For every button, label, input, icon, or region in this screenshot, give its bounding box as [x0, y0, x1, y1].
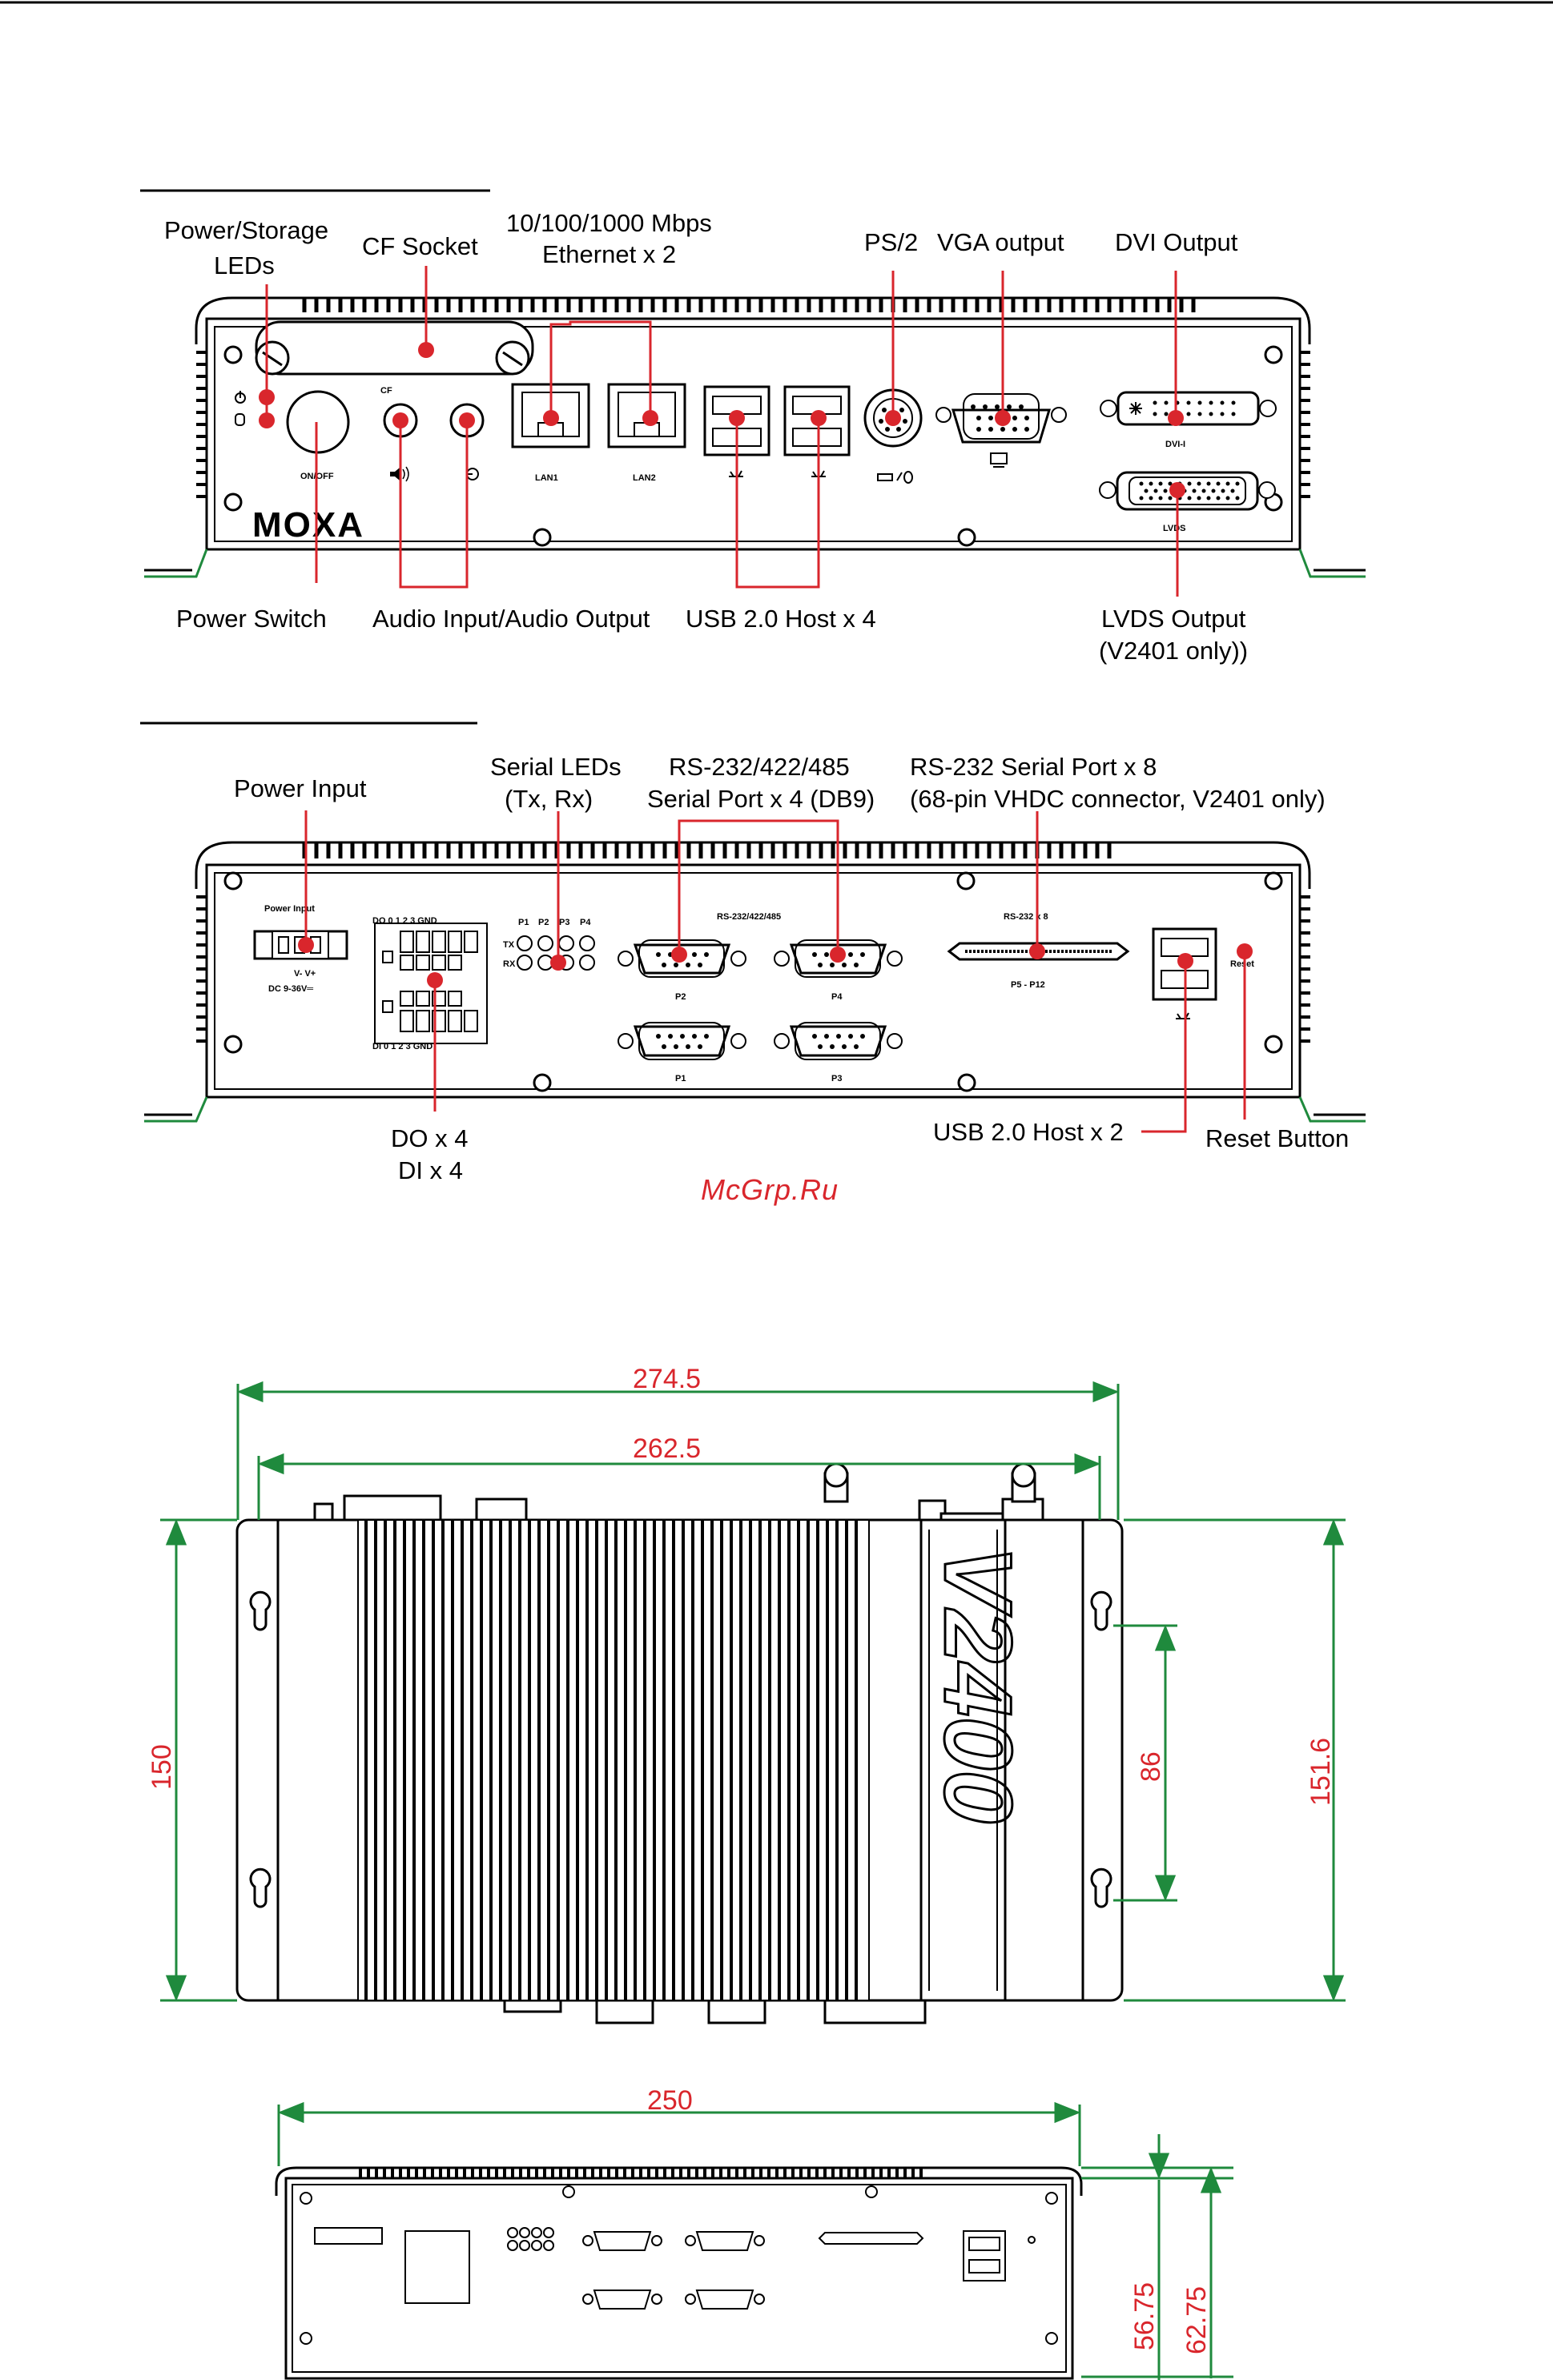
lan1-label: LAN1 [535, 473, 558, 483]
callout-power-storage-leds-1: Power/Storage [164, 216, 328, 244]
serial-leds [517, 935, 595, 971]
callout-audio: Audio Input/Audio Output [372, 605, 650, 633]
led-port-p3: P3 [559, 918, 569, 927]
callout-di: DI x 4 [398, 1156, 463, 1184]
callout-serial-leds-2: (Tx, Rx) [505, 785, 593, 813]
callout-usb: USB 2.0 Host x 4 [686, 605, 876, 633]
callout-serial-leds-1: Serial LEDs [490, 753, 622, 781]
top-view-dimensions: V2400 274.5 262.5 150 151.6 86 [147, 1364, 1346, 2024]
front-view: CF ON/OFF LAN1 LAN2 [140, 189, 1366, 665]
port-p3-label: P3 [831, 1074, 842, 1083]
lan2-label: LAN2 [633, 473, 656, 483]
watermark: McGrp.Ru [701, 1173, 839, 1206]
keyboard-mouse-icon [877, 471, 913, 484]
speaker-icon [390, 466, 409, 482]
dvi-i-label: DVI-I [1165, 440, 1185, 449]
led-port-p4: P4 [580, 918, 591, 927]
dim-height-right: 151.6 [1306, 1738, 1336, 1806]
vhdc-ports-label: P5 - P12 [1011, 980, 1045, 990]
callout-power-input: Power Input [234, 774, 367, 802]
led-port-p2: P2 [538, 918, 549, 927]
power-icon [235, 391, 246, 404]
callout-lvds-1: LVDS Output [1101, 605, 1246, 633]
callout-rs232-x8-2: (68-pin VHDC connector, V2401 only) [910, 785, 1326, 813]
lvds-port[interactable] [1099, 471, 1276, 511]
callout-cf-socket: CF Socket [362, 232, 478, 260]
vhdc-header: RS-232 x 8 [1004, 912, 1048, 922]
storage-icon [235, 413, 245, 426]
cf-label: CF [380, 386, 392, 396]
do-header: DO 0 1 2 3 GND [372, 916, 437, 926]
port-p2-label: P2 [675, 992, 686, 1002]
callout-reset: Reset Button [1205, 1124, 1349, 1152]
dim-side-height-inner: 56.75 [1129, 2282, 1160, 2350]
lvds-label: LVDS [1163, 524, 1186, 533]
reset-label: Reset [1230, 959, 1254, 969]
callout-ethernet-2: Ethernet x 2 [542, 240, 676, 268]
callout-rs232-422-485-2: Serial Port x 4 (DB9) [647, 785, 875, 813]
tx-label: TX [503, 940, 515, 950]
moxa-logo: MOXA [252, 505, 364, 545]
dim-side-height-outer: 62.75 [1181, 2286, 1212, 2354]
callout-power-switch: Power Switch [176, 605, 327, 633]
power-switch[interactable] [286, 390, 350, 454]
db9-port-p3[interactable] [774, 1022, 903, 1060]
dvi-port[interactable] [1100, 391, 1277, 426]
power-terminal[interactable] [253, 930, 348, 960]
dim-width-outer: 274.5 [633, 1364, 701, 1394]
side-view-dimensions: 250 56.75 62.75 [275, 2085, 1233, 2380]
callout-do: DO x 4 [391, 1124, 468, 1152]
monitor-icon [990, 452, 1008, 468]
power-pins-label: V- V+ [294, 969, 316, 979]
dim-height-left: 150 [147, 1744, 177, 1790]
model-label: V2400 [924, 1546, 1032, 1823]
led-ports-labels: P1 P2 P3 P4 [518, 918, 591, 927]
dim-hole-spacing: 86 [1136, 1751, 1166, 1782]
callout-rs232-422-485-1: RS-232/422/485 [669, 753, 850, 781]
callout-ethernet-1: 10/100/1000 Mbps [506, 209, 712, 237]
callout-power-storage-leds-2: LEDs [214, 251, 275, 279]
power-input-label: Power Input [264, 904, 315, 914]
callout-usb-rear: USB 2.0 Host x 2 [933, 1118, 1124, 1146]
di-header: DI 0 1 2 3 GND [372, 1042, 433, 1051]
rx-label: RX [503, 959, 516, 969]
callout-lvds-2: (V2401 only)) [1099, 637, 1248, 665]
dim-width-inner: 262.5 [633, 1433, 701, 1464]
port-p1-label: P1 [675, 1074, 686, 1083]
callout-dvi: DVI Output [1115, 228, 1238, 256]
serial-header: RS-232/422/485 [717, 912, 781, 922]
callout-ps2: PS/2 [864, 228, 918, 256]
dim-side-width: 250 [647, 2085, 693, 2116]
callout-vga: VGA output [937, 228, 1064, 256]
port-p4-label: P4 [831, 992, 843, 1002]
db9-port-p1[interactable] [618, 1022, 746, 1060]
callout-rs232-x8-1: RS-232 Serial Port x 8 [910, 753, 1157, 781]
led-port-p1: P1 [518, 918, 529, 927]
rear-view: Power Input V- V+ DC 9-36V═ DO 0 1 2 3 G… [140, 722, 1366, 1184]
power-range-label: DC 9-36V═ [268, 984, 313, 994]
